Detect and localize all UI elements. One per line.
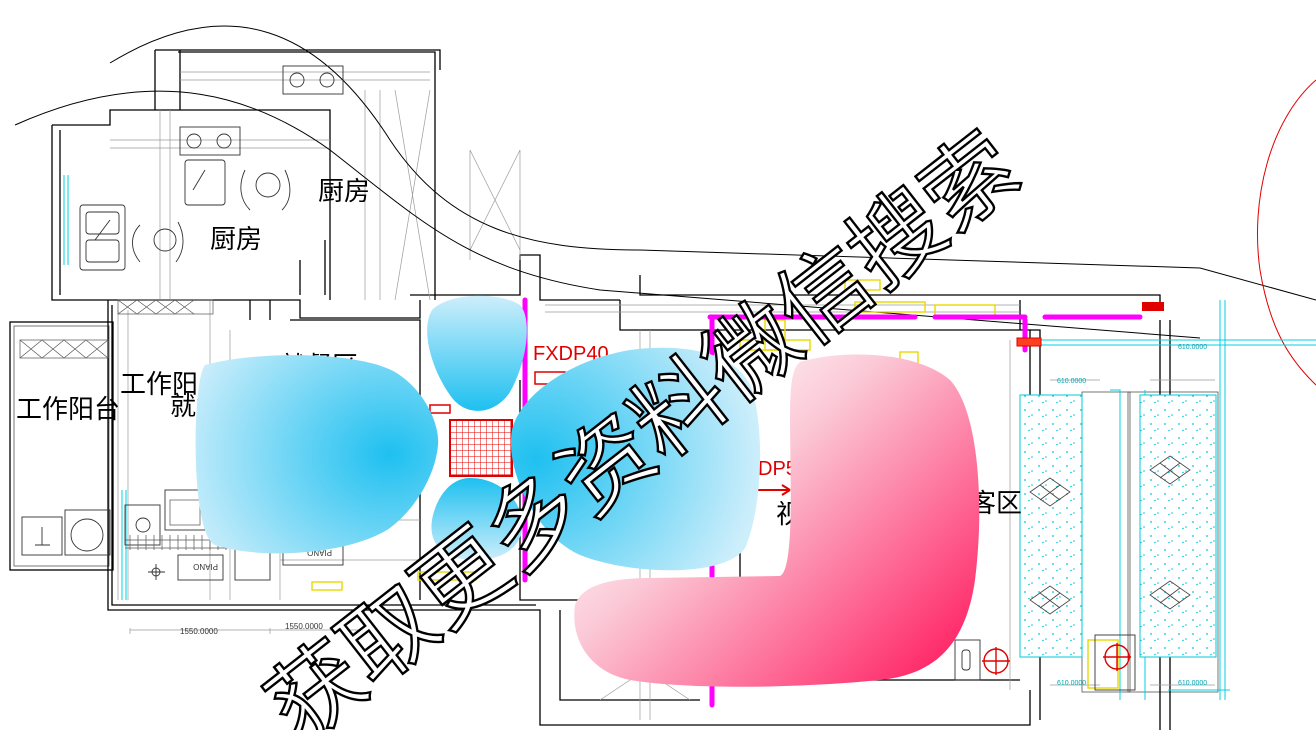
- person-icon: [132, 169, 291, 263]
- round-window-arc: [1257, 79, 1316, 386]
- socket-icon: [148, 564, 165, 580]
- cabinet-marks: [19, 299, 214, 359]
- glass-panel-left: [1019, 394, 1083, 658]
- unit-label-fxdp40: FXDP40: [533, 343, 609, 365]
- valve-icon: [954, 634, 1136, 691]
- sink-icon: [79, 159, 226, 271]
- stove-icon: [179, 65, 344, 156]
- piano-label-1: PIANO: [193, 562, 218, 571]
- indoor-unit: [429, 302, 1164, 496]
- duct-segments: [311, 279, 1119, 689]
- room-label-kitchen-1: 厨房: [318, 177, 370, 207]
- plant-icon: [1029, 455, 1191, 615]
- dimension-6: 610.0000: [1178, 680, 1207, 687]
- dimension-3: 610.0000: [1178, 344, 1207, 351]
- curve-lines: [14, 25, 1316, 339]
- dimension-2: 1550.0000: [285, 622, 323, 631]
- pink-blob: [574, 354, 980, 687]
- dimension-1: 1550.0000: [180, 627, 218, 636]
- blue-blob-top: [427, 295, 527, 411]
- hob-icon: [124, 489, 206, 546]
- glass-panel-right: [1139, 394, 1217, 658]
- dimension-5: 610.0000: [1057, 680, 1086, 687]
- room-label-balcony-1: 工作阳台: [16, 395, 120, 425]
- blue-blob-bottom: [431, 478, 523, 560]
- dimension-4: 610.0000: [1057, 378, 1086, 385]
- room-label-kitchen-2: 厨房: [210, 225, 262, 255]
- blue-blob-left: [195, 355, 439, 554]
- drain-icon: [982, 643, 1131, 675]
- piano-label-2: PIANO: [307, 548, 332, 557]
- blue-blob-right: [510, 347, 761, 571]
- washer-icon: [21, 509, 111, 556]
